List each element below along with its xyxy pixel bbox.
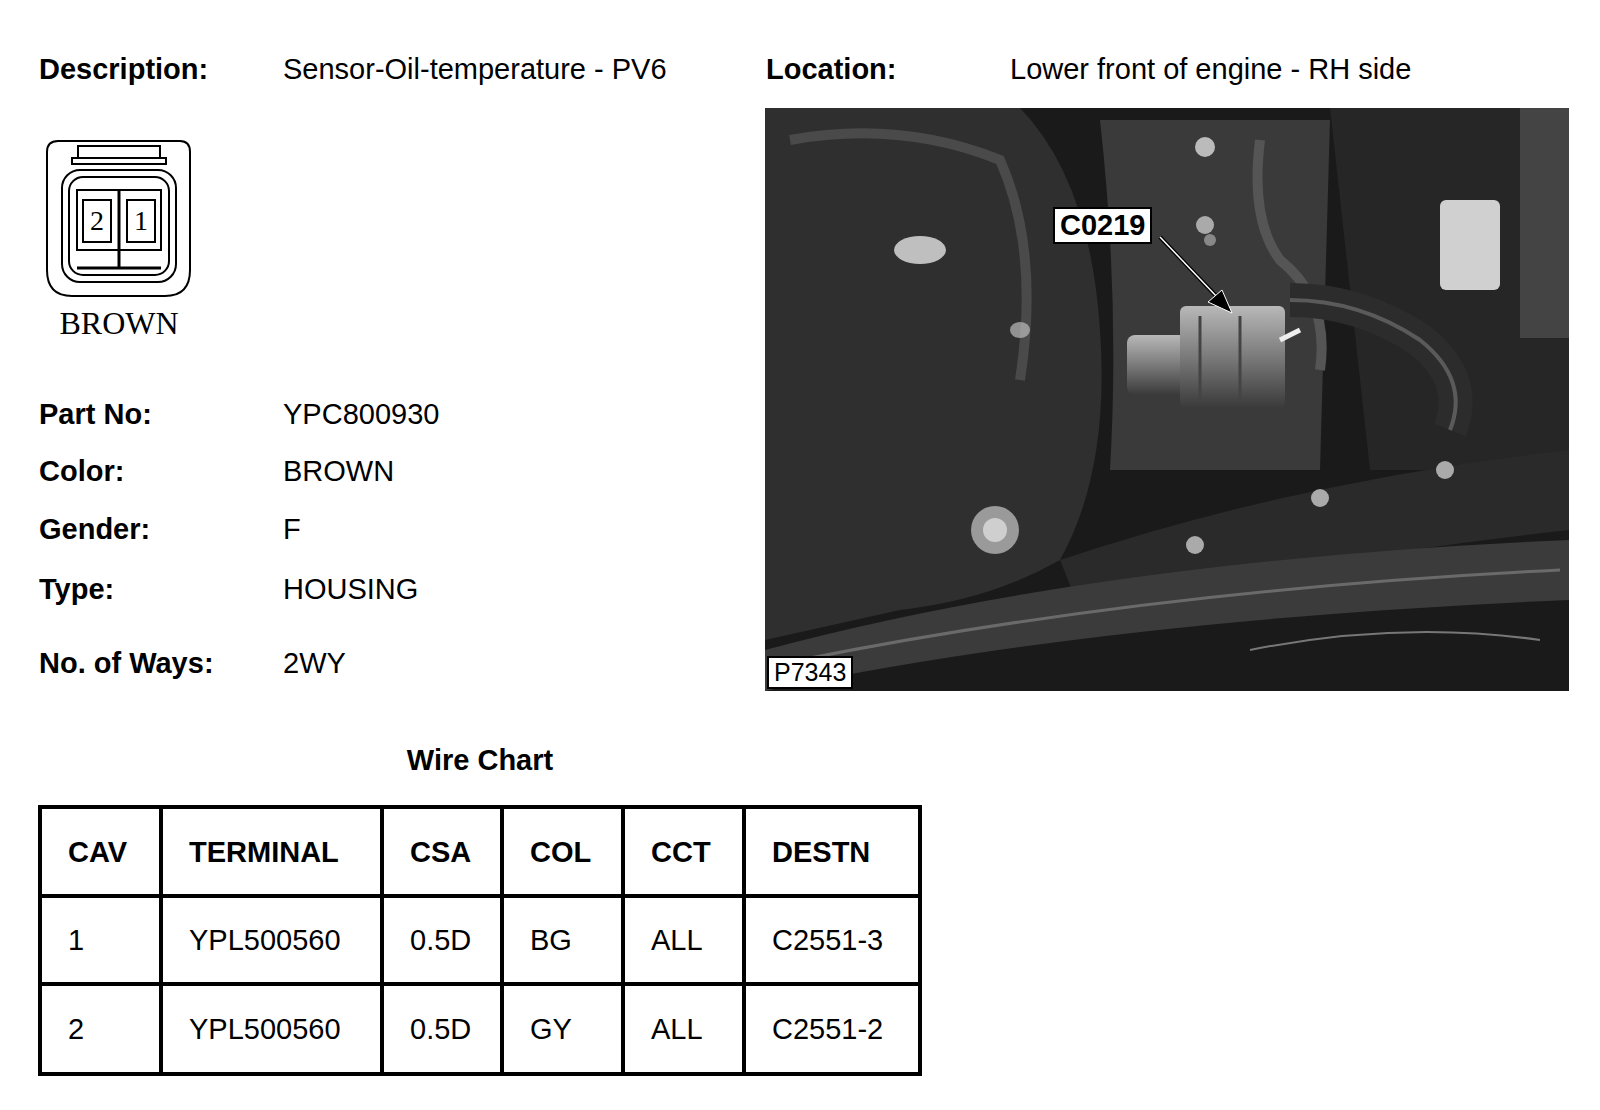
table-cell: C2551-3 (772, 923, 883, 958)
table-cell: YPL500560 (189, 1012, 341, 1047)
table-header: TERMINAL (189, 835, 339, 870)
wire-chart-grid (40, 807, 920, 1074)
figure-number-box: P7343 (767, 656, 853, 689)
table-cell: C2551-2 (772, 1012, 883, 1047)
table-cell: YPL500560 (189, 923, 341, 958)
table-header: CAV (68, 835, 127, 870)
field-name: Description: (39, 52, 208, 87)
field-value: YPC800930 (283, 397, 439, 432)
table-header: COL (530, 835, 591, 870)
table-cell: BG (530, 923, 572, 958)
field-name: Gender: (39, 512, 150, 547)
engine-photo (765, 108, 1569, 691)
field-value: Sensor-Oil-temperature - PV6 (283, 52, 667, 87)
field-value: BROWN (283, 454, 394, 489)
table-cell: 0.5D (410, 1012, 471, 1047)
table-header: DESTN (772, 835, 870, 870)
field-name: Color: (39, 454, 124, 489)
table-header: CSA (410, 835, 471, 870)
table-cell: 2 (68, 1012, 84, 1047)
table-cell: ALL (651, 1012, 703, 1047)
table-cell: 0.5D (410, 923, 471, 958)
box-text: P7343 (774, 658, 846, 687)
table-cell: 1 (68, 923, 84, 958)
field-value: F (283, 512, 301, 547)
table-cell: ALL (651, 923, 703, 958)
pin-number: 1 (134, 204, 148, 238)
field-value: Lower front of engine - RH side (1010, 52, 1411, 87)
field-name: Part No: (39, 397, 152, 432)
pin-number: 2 (90, 204, 104, 238)
connector-icon (47, 141, 190, 296)
callout-box: C0219 (1053, 207, 1152, 244)
table-title: Wire Chart (407, 743, 553, 778)
table-cell: GY (530, 1012, 572, 1047)
field-name: No. of Ways: (39, 646, 214, 681)
field-value: 2WY (283, 646, 346, 681)
box-text: C0219 (1060, 209, 1145, 242)
field-name: Location: (766, 52, 897, 87)
field-value: HOUSING (283, 572, 418, 607)
connector-color: BROWN (59, 304, 178, 342)
field-name: Type: (39, 572, 114, 607)
table-header: CCT (651, 835, 711, 870)
leader-arrow (1160, 237, 1232, 313)
